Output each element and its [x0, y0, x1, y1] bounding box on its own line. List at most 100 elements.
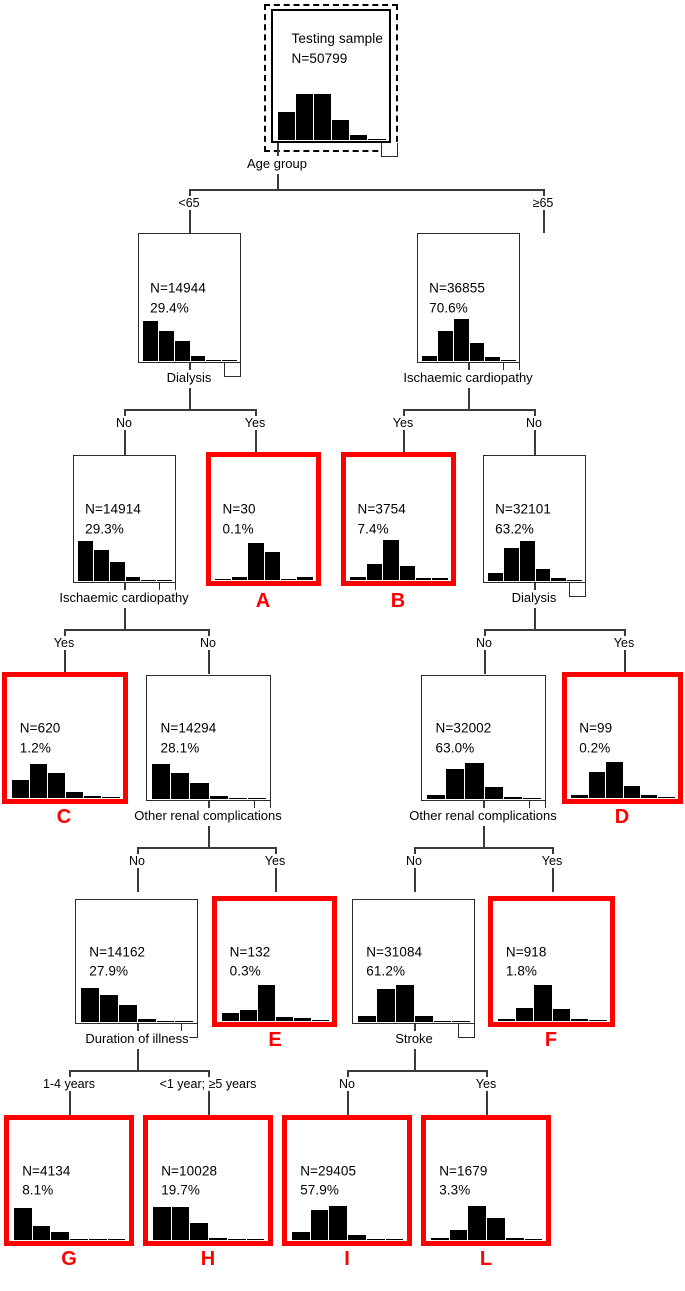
node-leaf-i-text: N=29405 57.9% [300, 1161, 402, 1200]
edge-label-renal-right-yes: Yes [539, 854, 565, 868]
node-age-ge65: N=36855 70.6% [417, 233, 520, 363]
node-leaf-h-pct: 19.7% [161, 1182, 200, 1198]
edge-label-isch-no: No [524, 416, 544, 430]
node-leaf-l-n: N=1679 [439, 1162, 488, 1178]
histogram-bar [171, 1207, 190, 1240]
node-leaf-f-n: N=918 [505, 943, 547, 959]
edge-l4-right-down [414, 1024, 416, 1033]
node-leaf-g: N=4134 8.1% [4, 1115, 134, 1246]
histogram-bar [29, 764, 47, 798]
histogram-bar [102, 797, 120, 798]
histogram-bar [206, 360, 222, 361]
histogram-bar [350, 577, 366, 580]
histogram-bar [332, 120, 350, 140]
tag-e: E [268, 1029, 282, 1051]
histogram-bar [248, 543, 264, 580]
histogram-bar [433, 1021, 452, 1022]
tag-c: C [56, 806, 72, 828]
split-label-dialysis-left: Dialysis [165, 370, 213, 385]
histogram-bar [215, 579, 231, 580]
node-dial-right-no-text: N=32002 63.0% [436, 718, 541, 757]
histogram-bar [109, 562, 125, 581]
histogram-bar [88, 1239, 107, 1240]
histogram-bar [503, 797, 523, 799]
node-root: Testing sample N=50799 [271, 9, 391, 143]
node-leaf-g-histogram [13, 1194, 126, 1240]
histogram-bar [70, 1239, 88, 1240]
histogram-bar [66, 792, 84, 798]
histogram-bar [171, 773, 190, 799]
edge-l2-right-b [624, 629, 626, 674]
edge-label-renal-left-no: No [127, 854, 147, 868]
node-leaf-c-n: N=620 [19, 720, 61, 736]
edge-l3-left-b [275, 847, 277, 892]
histogram-bar [227, 1239, 246, 1240]
histogram-bar [437, 331, 453, 361]
node-dial-right-no-histogram [426, 753, 542, 799]
edge-l4-right-b [486, 1070, 488, 1115]
edge-l3-right-down2 [483, 826, 485, 848]
edge-l3-left-down2 [208, 826, 210, 848]
tag-b: B [390, 590, 406, 612]
node-age-lt65-pct: 29.4% [150, 300, 189, 315]
histogram-bar [143, 321, 158, 361]
histogram-bar [376, 989, 395, 1022]
histogram-bar [399, 566, 415, 580]
node-age-lt65-n: N=14944 [150, 280, 206, 296]
edge-l4-right-down2 [414, 1049, 416, 1071]
tag-l: L [479, 1248, 493, 1270]
node-leaf-g-pct: 8.1% [22, 1182, 54, 1198]
histogram-bar [118, 1005, 137, 1022]
node-renal-left-no-histogram [80, 976, 194, 1022]
histogram-bar [366, 1239, 385, 1240]
histogram-bar [313, 94, 332, 140]
edge-l1-right-a [403, 409, 405, 455]
edge-l4-left-a [69, 1070, 71, 1115]
node-root-title: Testing sample [291, 31, 383, 46]
histogram-bar [469, 343, 485, 361]
edge-l2-left-bus [64, 629, 208, 631]
histogram-bar [11, 780, 29, 798]
split-label-renal-right: Other renal complications [408, 808, 558, 823]
histogram-bar [231, 577, 248, 580]
node-isch-no-stub [569, 583, 586, 597]
edge-root-left-drop [189, 189, 191, 233]
histogram-bar [311, 1020, 329, 1021]
node-leaf-h: N=10028 19.7% [143, 1115, 273, 1246]
edge-l1-right-bus [403, 409, 534, 411]
histogram-bar [221, 1013, 239, 1021]
edge-l4-left-bus [69, 1070, 208, 1072]
tag-g: G [61, 1248, 77, 1270]
histogram-bar [426, 795, 446, 799]
histogram-bar [141, 580, 157, 581]
node-age-ge65-text: N=36855 70.6% [429, 278, 515, 317]
tag-a: A [255, 590, 271, 612]
node-isch-no-n: N=32101 [495, 501, 551, 517]
histogram-bar [606, 762, 623, 798]
histogram-bar [385, 1239, 404, 1240]
histogram-bar [137, 1019, 156, 1022]
histogram-bar [157, 580, 172, 581]
histogram-bar [535, 569, 551, 581]
tag-i: I [344, 1248, 350, 1270]
edge-label-dialysis-yes: Yes [242, 416, 268, 430]
node-leaf-d-histogram [571, 752, 675, 798]
node-leaf-f-pct: 1.8% [505, 963, 538, 979]
node-leaf-e-histogram [221, 975, 329, 1021]
root-dashed-outline [264, 4, 398, 152]
histogram-bar [152, 1207, 171, 1240]
node-isch-no-text: N=32101 63.2% [495, 499, 581, 538]
edge-label-isch2-no: No [198, 636, 218, 650]
node-dialysis-no-n: N=14914 [85, 501, 141, 517]
histogram-bar [452, 1021, 471, 1022]
node-isch-no-pct: 63.2% [495, 521, 534, 536]
edge-root-bus [189, 189, 544, 191]
node-leaf-d-text: N=99 0.2% [579, 718, 673, 757]
node-renal-right-no-text: N=31084 61.2% [366, 942, 469, 981]
histogram-bar [228, 798, 248, 799]
edge-l3-left-bus [137, 847, 275, 849]
node-leaf-d: N=99 0.2% [562, 672, 683, 804]
histogram-bar [350, 135, 368, 140]
histogram-bar [84, 796, 102, 798]
histogram-bar [156, 1021, 175, 1022]
